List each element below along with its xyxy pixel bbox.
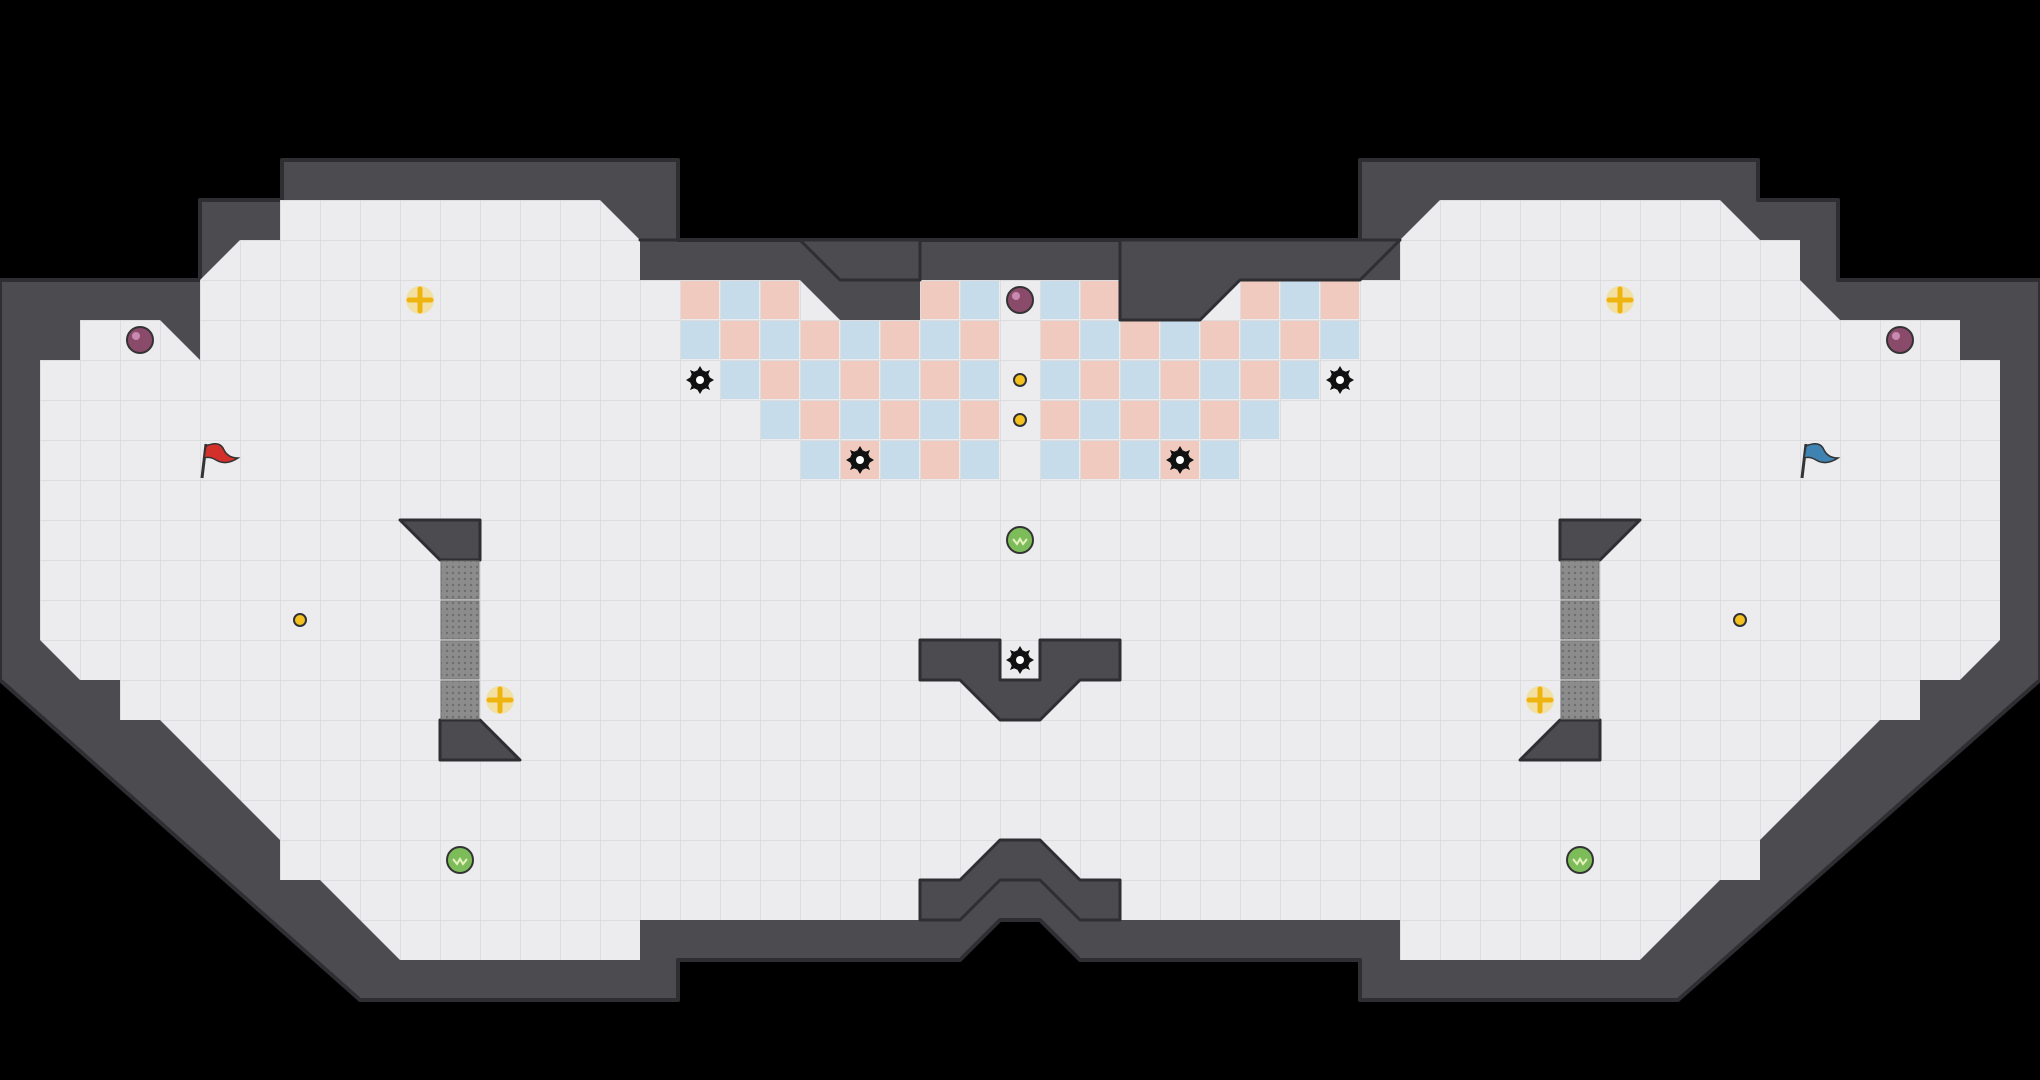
red-team-tile xyxy=(1081,361,1119,399)
red-team-tile xyxy=(1041,401,1079,439)
blue-team-tile xyxy=(1041,281,1079,319)
pickup-icon xyxy=(293,613,307,627)
boosts xyxy=(406,286,1634,714)
spike-icon xyxy=(686,366,714,394)
blue-team-tile xyxy=(801,361,839,399)
blue-team-tile xyxy=(1121,441,1159,479)
blue-team-tile xyxy=(961,281,999,319)
blue-team-tile xyxy=(1201,441,1239,479)
blue-team-tile xyxy=(1081,401,1119,439)
blue-team-tile xyxy=(681,321,719,359)
boost-icon xyxy=(406,286,434,314)
red-team-tile xyxy=(921,361,959,399)
pickup-icon xyxy=(1733,613,1747,627)
blue-team-tile xyxy=(1081,321,1119,359)
blue-team-tile xyxy=(1241,321,1279,359)
blue-team-tile xyxy=(761,401,799,439)
bomb-icon xyxy=(126,326,154,354)
red-team-tile xyxy=(921,281,959,319)
team-tiles xyxy=(681,281,1359,479)
pickup-icon xyxy=(1013,373,1027,387)
blue-flag-icon xyxy=(1800,443,1841,479)
gate-left xyxy=(440,560,480,720)
blue-team-tile xyxy=(721,281,759,319)
blue-team-tile xyxy=(1161,321,1199,359)
blue-team-tile xyxy=(1241,401,1279,439)
bomb-icon xyxy=(1886,326,1914,354)
blue-team-tile xyxy=(1281,281,1319,319)
blue-team-tile xyxy=(961,361,999,399)
jukejuice xyxy=(446,526,1594,874)
jukejuice-icon xyxy=(1006,526,1034,554)
small-pickups xyxy=(293,373,1747,627)
blue-team-tile xyxy=(961,441,999,479)
red-team-tile xyxy=(1121,401,1159,439)
blue-team-tile xyxy=(721,361,759,399)
red-team-tile xyxy=(1241,361,1279,399)
red-team-tile xyxy=(1041,321,1079,359)
blue-team-tile xyxy=(1041,441,1079,479)
blue-team-tile xyxy=(1321,321,1359,359)
red-team-tile xyxy=(801,321,839,359)
blue-team-tile xyxy=(801,441,839,479)
spike-icon xyxy=(1006,646,1034,674)
red-team-tile xyxy=(1201,401,1239,439)
red-team-tile xyxy=(801,401,839,439)
blue-team-tile xyxy=(841,321,879,359)
blue-team-tile xyxy=(1161,401,1199,439)
red-team-tile xyxy=(1081,281,1119,319)
jukejuice-icon xyxy=(446,846,474,874)
red-team-tile xyxy=(1201,321,1239,359)
red-team-tile xyxy=(961,321,999,359)
spike-icon xyxy=(846,446,874,474)
red-team-tile xyxy=(961,401,999,439)
jukejuice-icon xyxy=(1566,846,1594,874)
pickup-icon xyxy=(1013,413,1027,427)
gate-right xyxy=(1560,560,1600,720)
blue-team-tile xyxy=(1121,361,1159,399)
blue-team-tile xyxy=(881,441,919,479)
red-team-tile xyxy=(1161,361,1199,399)
red-flag-icon xyxy=(200,443,241,479)
blue-team-tile xyxy=(1041,361,1079,399)
inner-walls xyxy=(398,238,1642,922)
red-team-tile xyxy=(1241,281,1279,319)
boost-icon xyxy=(486,686,514,714)
spike-icon xyxy=(1326,366,1354,394)
bomb-icon xyxy=(1006,286,1034,314)
blue-team-tile xyxy=(921,321,959,359)
red-team-tile xyxy=(881,321,919,359)
blue-team-tile xyxy=(1281,361,1319,399)
red-team-tile xyxy=(881,401,919,439)
red-team-tile xyxy=(841,361,879,399)
boost-icon xyxy=(1606,286,1634,314)
spikes xyxy=(686,366,1354,674)
blue-team-tile xyxy=(841,401,879,439)
blue-team-tile xyxy=(761,321,799,359)
red-team-tile xyxy=(761,361,799,399)
red-team-tile xyxy=(681,281,719,319)
blue-team-tile xyxy=(921,401,959,439)
red-team-tile xyxy=(1081,441,1119,479)
blue-team-tile xyxy=(1201,361,1239,399)
red-team-tile xyxy=(921,441,959,479)
gates xyxy=(440,560,1600,720)
red-team-tile xyxy=(1121,321,1159,359)
spike-icon xyxy=(1166,446,1194,474)
red-team-tile xyxy=(721,321,759,359)
red-team-tile xyxy=(1281,321,1319,359)
boost-icon xyxy=(1526,686,1554,714)
bombs xyxy=(126,286,1914,354)
red-team-tile xyxy=(761,281,799,319)
arena-floor xyxy=(40,200,2000,960)
blue-team-tile xyxy=(881,361,919,399)
red-team-tile xyxy=(1321,281,1359,319)
